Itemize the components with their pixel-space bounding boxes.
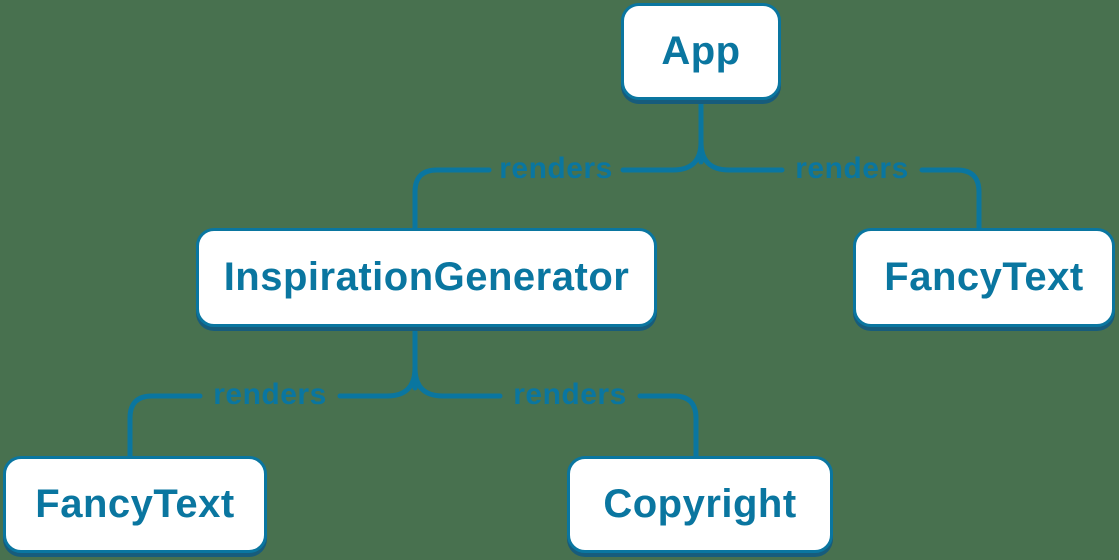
edge-to-fancy-text-right	[919, 167, 982, 233]
node-inspiration-generator: InspirationGenerator	[196, 228, 657, 327]
edge-label-inspiration-fancy-text: renders	[213, 378, 327, 411]
edge-app-fork-left	[620, 139, 704, 173]
edge-inspiration-fork-left	[337, 365, 418, 399]
node-inspiration-generator-label: InspirationGenerator	[223, 255, 630, 299]
edge-to-fancy-text-left	[127, 393, 203, 460]
edge-app-fork-right	[698, 139, 785, 173]
edge-inspiration-fork-right	[412, 365, 503, 399]
edge-label-inspiration-copyright: renders	[513, 378, 627, 411]
node-fancy-text-left: FancyText	[3, 456, 267, 553]
node-fancy-text-right-label: FancyText	[884, 255, 1084, 299]
edge-label-app-fancy-text: renders	[795, 152, 909, 185]
node-fancy-text-right: FancyText	[853, 228, 1115, 327]
edge-label-app-inspiration: renders	[499, 152, 613, 185]
node-app: App	[621, 3, 781, 100]
node-copyright: Copyright	[567, 456, 833, 553]
edge-to-copyright	[637, 393, 699, 460]
node-app-label: App	[661, 29, 741, 73]
edge-to-inspiration-generator	[412, 167, 492, 233]
node-fancy-text-left-label: FancyText	[35, 482, 235, 526]
node-copyright-label: Copyright	[603, 482, 797, 526]
